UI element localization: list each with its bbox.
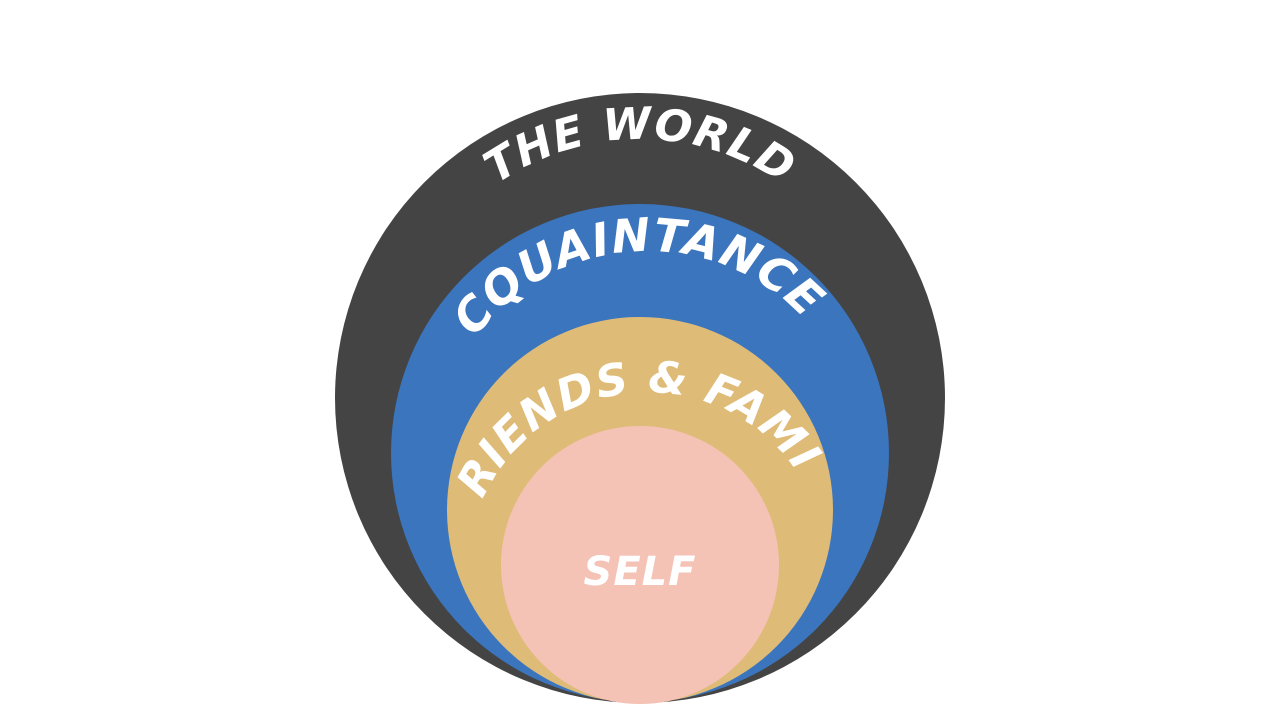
label-self: SELF — [584, 549, 697, 595]
ring-self — [501, 426, 779, 704]
